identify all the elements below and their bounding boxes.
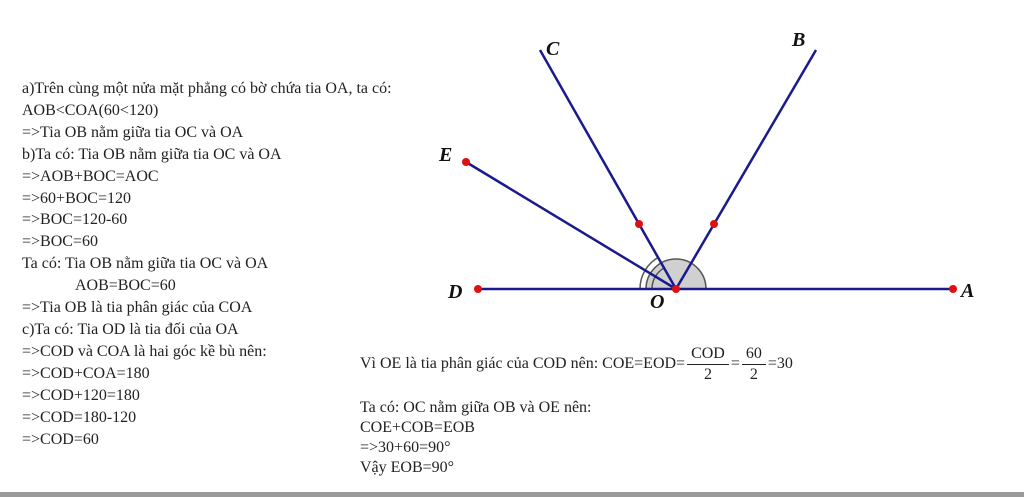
text-line: =>30+60=90° <box>360 439 451 456</box>
label-b: B <box>791 29 805 51</box>
text-line: =>BOC=120-60 <box>22 211 128 229</box>
rays <box>465 49 953 291</box>
bisector-equation: Vì OE là tia phân giác của COD nên: COE=… <box>360 344 793 385</box>
label-c: C <box>546 38 560 60</box>
ray-ob <box>674 49 818 290</box>
text-line: Ta có: OC nằm giữa OB và OE nên: <box>360 399 592 416</box>
equation-prefix: Vì OE là tia phân giác của COD nên: COE=… <box>360 355 686 373</box>
text-line: c)Ta có: Tia OD là tia đối của OA <box>22 320 239 338</box>
label-e: E <box>438 144 452 166</box>
point-on-oc <box>635 220 643 228</box>
text-line: AOB<COA(60<120) <box>22 101 159 119</box>
numerator: COD <box>687 344 729 365</box>
text-line: =>Tia OB là tia phân giác của COA <box>22 299 253 317</box>
angle-arc-fill <box>645 258 707 290</box>
solution-right-column: Ta có: OC nằm giữa OB và OE nên: COE+COB… <box>360 398 592 478</box>
text-line: =>COD+120=180 <box>22 386 140 404</box>
text-line: =>AOB+BOC=AOC <box>22 167 159 185</box>
ray-oe <box>465 160 677 291</box>
label-a: A <box>959 280 974 302</box>
text-line: =>COD=180-120 <box>22 408 137 426</box>
denominator: 2 <box>703 366 712 383</box>
points <box>462 158 957 293</box>
denominator: 2 <box>749 366 758 383</box>
text-line: a)Trên cùng một nửa mặt phẳng có bờ chứa… <box>22 80 392 97</box>
ray-oc <box>538 49 678 290</box>
text-line: =>COD+COA=180 <box>22 364 150 382</box>
text-line: =>COD=60 <box>22 430 99 448</box>
numerator: 60 <box>741 344 766 365</box>
text-line: =>BOC=60 <box>22 233 98 251</box>
point-e <box>462 158 470 166</box>
equation-result: =30 <box>767 355 793 373</box>
label-d: D <box>447 281 462 303</box>
point-d <box>474 285 482 293</box>
point-on-ob <box>710 220 718 228</box>
text-line: AOB=BOC=60 <box>75 277 176 295</box>
bottom-divider <box>0 492 1024 497</box>
point-a <box>949 285 957 293</box>
equals-sign: = <box>730 355 740 373</box>
solution-left-column: a)Trên cùng một nửa mặt phẳng có bờ chứa… <box>22 78 392 450</box>
text-line: =>Tia OB nằm giữa tia OC và OA <box>22 123 244 141</box>
label-o: O <box>650 291 664 313</box>
point-o <box>672 285 680 293</box>
text-line: COE+COB=EOB <box>360 419 475 436</box>
text-line: Ta có: Tia OB nằm giữa tia OC và OA <box>22 255 269 273</box>
text-line: Vậy EOB=90° <box>360 459 455 476</box>
text-line: b)Ta có: Tia OB nằm giữa tia OC và OA <box>22 145 282 163</box>
text-line: =>COD và COA là hai góc kề bù nên: <box>22 342 267 360</box>
text-line: =>60+BOC=120 <box>22 189 131 207</box>
